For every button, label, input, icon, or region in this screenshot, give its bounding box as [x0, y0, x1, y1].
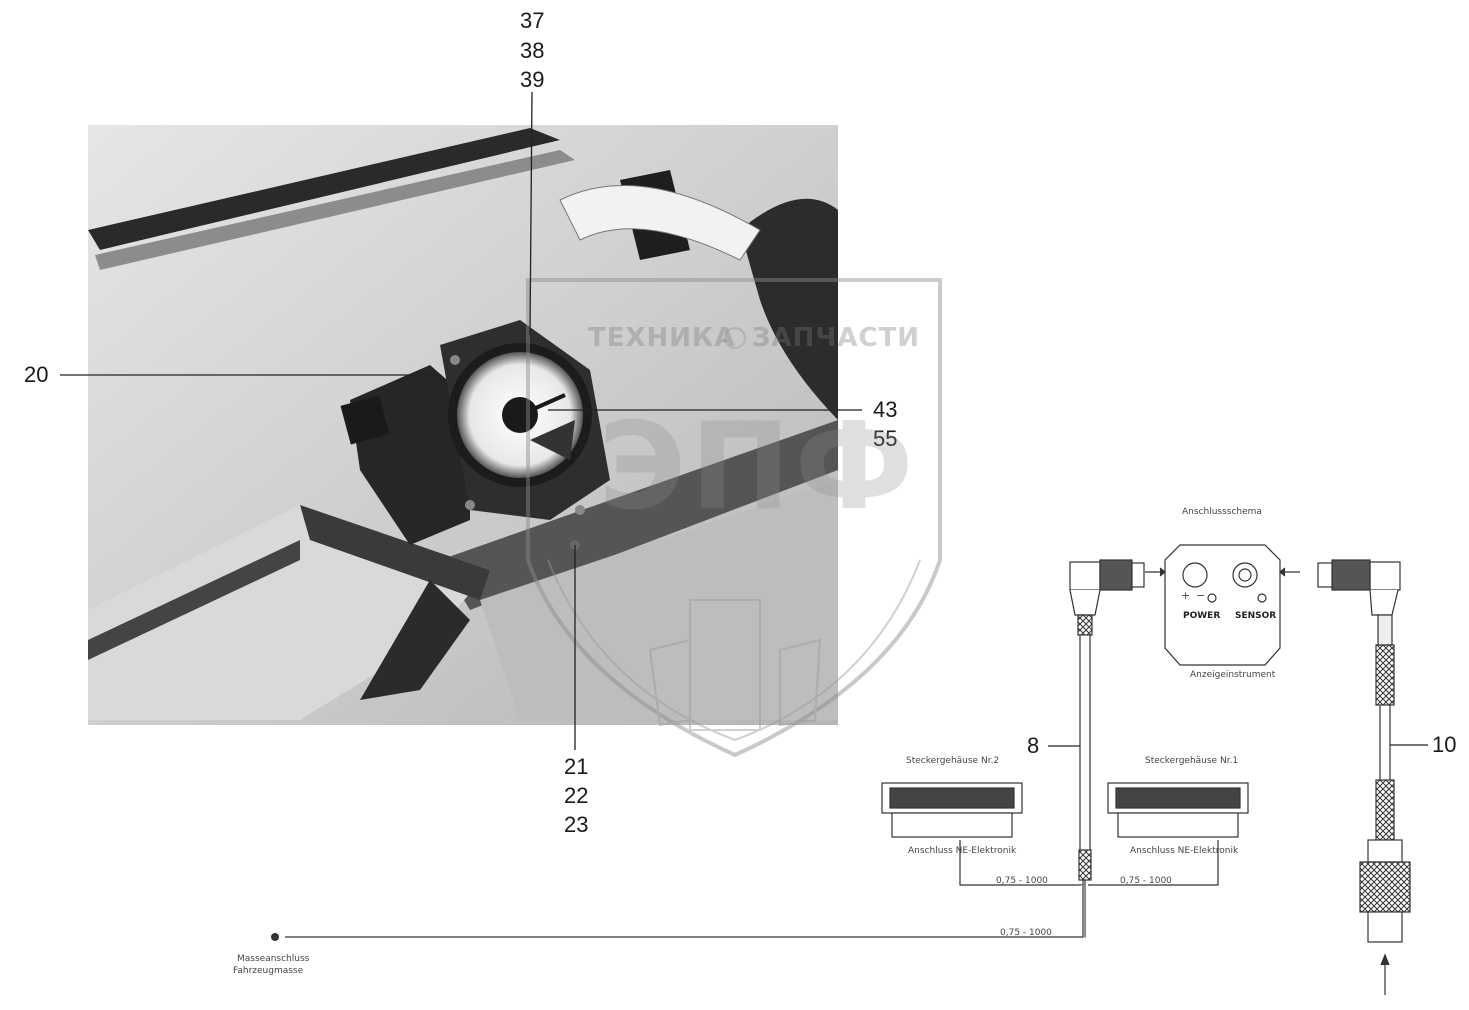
leader-lines	[60, 91, 862, 750]
ground-label-2: Fahrzeugmasse	[233, 966, 304, 976]
callout-37: 37	[520, 8, 545, 33]
right-plug	[1369, 561, 1401, 591]
callout-39: 39	[520, 67, 545, 92]
watermark-right-word: ЗАПЧАСТИ	[752, 323, 921, 353]
left-block-caption: Anschluss NE-Elektronik	[908, 846, 1017, 856]
schematic-title: Anschlussschema	[1182, 507, 1262, 517]
ground-wire-label: 0,75 - 1000	[1000, 928, 1052, 938]
leader-37-39	[529, 91, 533, 336]
callout-8: 8	[1027, 733, 1040, 758]
display-caption: Anzeigeinstrument	[1190, 670, 1276, 680]
minus-sign: −	[1196, 589, 1206, 602]
callout-38: 38	[520, 38, 545, 63]
sensor-label: SENSOR	[1235, 611, 1277, 621]
right-block-caption: Anschluss NE-Elektronik	[1130, 846, 1239, 856]
callout-22: 22	[564, 783, 589, 808]
sensor-socket	[1232, 562, 1258, 588]
watermark-logo	[526, 278, 942, 758]
watermark-logo-letters: ЭПФ	[598, 398, 918, 537]
callout-21: 21	[564, 754, 589, 779]
callout-20: 20	[24, 362, 49, 387]
watermark-left-word: ТЕХНИКА	[588, 323, 736, 353]
left-wire	[959, 840, 1083, 886]
callout-55: 55	[873, 426, 898, 451]
plus-sign: +	[1181, 589, 1191, 602]
callout-43: 43	[873, 397, 898, 422]
power-label: POWER	[1183, 611, 1221, 621]
right-wire-label: 0,75 - 1000	[1120, 876, 1172, 886]
right-block-title: Steckergehäuse Nr.1	[1145, 756, 1239, 766]
right-wire	[1088, 840, 1219, 886]
power-socket	[1182, 562, 1208, 588]
wiring-schematic	[270, 544, 1411, 995]
left-wire-label: 0,75 - 1000	[996, 876, 1048, 886]
callout-23: 23	[564, 812, 589, 837]
ground-label-1: Masseanschluss	[237, 954, 310, 964]
installation-photo	[88, 125, 838, 725]
left-block-title: Steckergehäuse Nr.2	[906, 756, 1000, 766]
callout-10: 10	[1432, 732, 1457, 757]
